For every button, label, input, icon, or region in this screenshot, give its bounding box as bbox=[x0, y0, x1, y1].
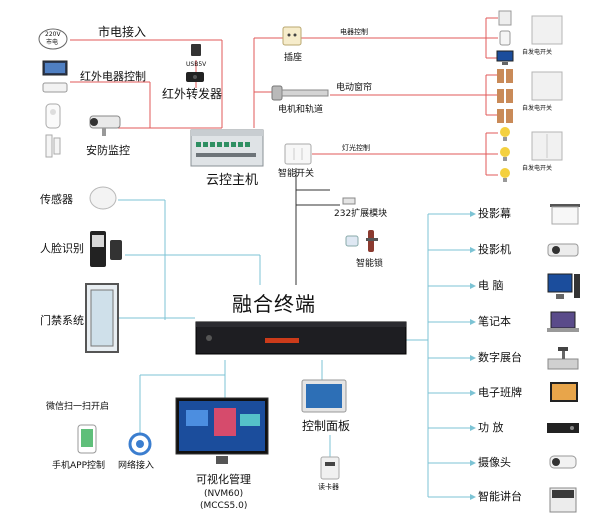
ir-appliance-control-label: 红外电器控制 bbox=[80, 70, 146, 83]
cloud-host-device bbox=[190, 129, 264, 167]
socket-label: 插座 bbox=[284, 53, 303, 63]
output-projection-screen: 投影幕 bbox=[478, 207, 511, 220]
sensor-label: 传感器 bbox=[40, 193, 73, 206]
face-recognition-label: 人脸识别 bbox=[40, 242, 84, 255]
control-panel-device bbox=[301, 379, 347, 413]
document-camera-icon bbox=[547, 347, 579, 370]
pir-sensor-icon bbox=[45, 103, 61, 129]
electronic-class-board-icon bbox=[550, 382, 578, 402]
projection-screen-icon bbox=[550, 204, 580, 225]
smart-podium-icon bbox=[549, 487, 577, 513]
management-monitor-icon bbox=[175, 397, 269, 464]
air-conditioner-icon bbox=[42, 82, 68, 93]
light-bulb-icon bbox=[500, 168, 510, 182]
sensor-icon bbox=[89, 186, 117, 210]
browser-network-icon bbox=[128, 432, 152, 456]
module-232-label: 232扩展模块 bbox=[334, 209, 388, 219]
light-bulb-icon bbox=[500, 127, 510, 141]
fan-icon bbox=[498, 10, 512, 26]
nvm60-label: (NVM60) bbox=[204, 489, 244, 499]
curtain-icon bbox=[497, 69, 513, 83]
self-power-switch-label: 自发电开关 bbox=[522, 105, 553, 112]
desktop-pc-icon bbox=[547, 273, 580, 299]
self-power-switch-label: 自发电开关 bbox=[522, 165, 553, 172]
output-projector: 投影机 bbox=[478, 243, 511, 256]
appliance-control-label: 电器控制 bbox=[340, 28, 368, 36]
self-power-switch-icon bbox=[531, 131, 563, 161]
projector-icon bbox=[547, 243, 579, 257]
curtain-icon bbox=[497, 89, 513, 103]
door-sensor-icon bbox=[45, 134, 61, 158]
socket-icon bbox=[282, 26, 302, 46]
ir-repeater-icon bbox=[186, 72, 204, 82]
mccs50-label: (MCCS5.0) bbox=[200, 501, 248, 511]
card-reader-icon bbox=[320, 456, 340, 480]
smart-lock-label: 智能锁 bbox=[356, 259, 384, 269]
face-recognition-terminal-icon bbox=[90, 231, 122, 267]
camera-icon bbox=[549, 455, 577, 469]
output-amplifier: 功 放 bbox=[478, 421, 504, 434]
access-door-icon bbox=[85, 283, 119, 353]
air-purifier-icon bbox=[499, 30, 511, 46]
cloud-host-label: 云控主机 bbox=[206, 173, 259, 188]
ir-repeater-label: 红外转发器 bbox=[162, 87, 223, 101]
security-monitoring-label: 安防监控 bbox=[86, 144, 130, 157]
mobile-app-label: 手机APP控制 bbox=[52, 461, 106, 471]
module-232-icon bbox=[342, 197, 356, 205]
smart-switch-icon bbox=[284, 143, 312, 165]
wechat-scan-label: 微信扫一扫开启 bbox=[46, 402, 110, 412]
smart-lock-icon bbox=[345, 230, 378, 252]
motor-rail-label: 电机和轨道 bbox=[278, 105, 324, 115]
usb-5v-label: USB5V bbox=[186, 61, 207, 68]
self-power-switch-label: 自发电开关 bbox=[522, 49, 553, 56]
network-access-label: 网络接入 bbox=[118, 461, 155, 471]
motor-rail-icon bbox=[271, 85, 329, 101]
visual-management-label: 可视化管理 bbox=[196, 473, 251, 486]
card-reader-label: 读卡器 bbox=[318, 483, 339, 491]
tv-icon bbox=[42, 60, 68, 76]
light-bulb-icon bbox=[500, 147, 510, 161]
smart-switch-label: 智能开关 bbox=[278, 169, 315, 179]
usb-adapter-icon bbox=[191, 44, 201, 56]
laptop-icon bbox=[547, 311, 579, 332]
power-220v-label: 220V bbox=[45, 31, 61, 38]
amplifier-icon bbox=[547, 423, 579, 433]
curtain-icon bbox=[497, 109, 513, 123]
power-badge-icon bbox=[38, 28, 68, 50]
self-power-switch-icon bbox=[531, 71, 563, 101]
access-control-label: 门禁系统 bbox=[40, 314, 84, 327]
output-document-camera: 数字展台 bbox=[478, 351, 522, 364]
output-smart-podium: 智能讲台 bbox=[478, 490, 522, 503]
self-power-switch-icon bbox=[531, 15, 563, 45]
control-panel-label: 控制面板 bbox=[302, 419, 351, 433]
output-class-board: 电子班牌 bbox=[478, 386, 522, 399]
output-laptop: 笔记本 bbox=[478, 315, 511, 328]
mobile-phone-icon bbox=[77, 424, 97, 454]
mains-power-in-label: 市电接入 bbox=[98, 25, 147, 39]
fusion-terminal-label: 融合终端 bbox=[232, 292, 316, 316]
lighting-control-label: 灯光控制 bbox=[342, 144, 370, 152]
output-camera: 摄像头 bbox=[478, 456, 511, 469]
output-computer: 电 脑 bbox=[478, 279, 504, 292]
fusion-terminal-device bbox=[195, 321, 407, 355]
motor-curtain-label: 电动窗帘 bbox=[336, 83, 373, 93]
desktop-computer-icon bbox=[496, 50, 514, 65]
cctv-camera-icon bbox=[89, 115, 121, 136]
power-mains-label: 市电 bbox=[46, 39, 59, 46]
